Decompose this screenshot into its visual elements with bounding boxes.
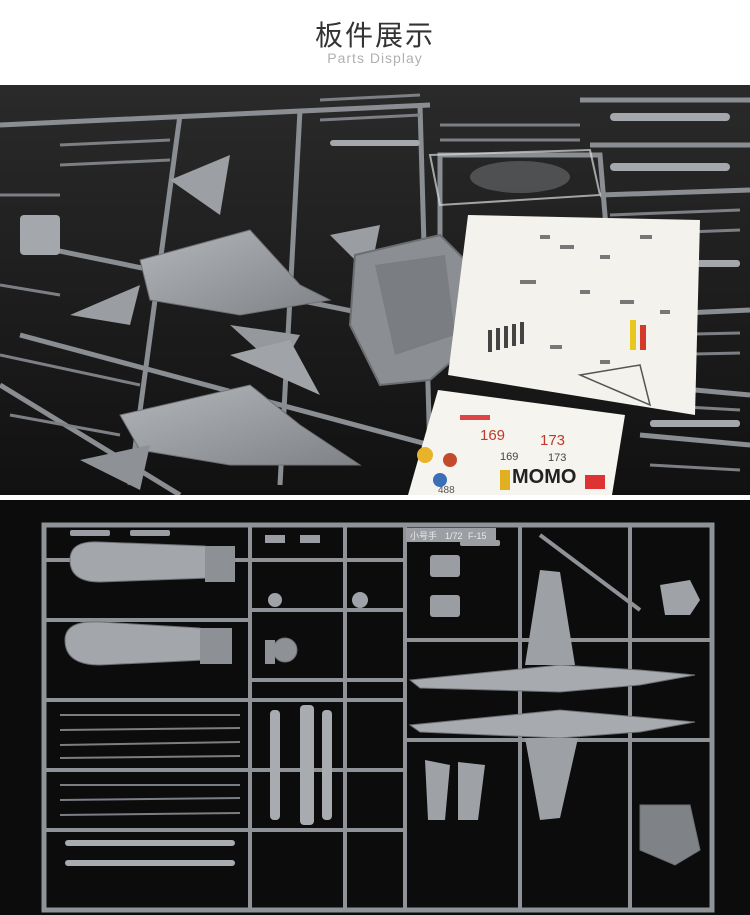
intake-part: [660, 580, 700, 615]
sprue-label-scale: 1/72: [445, 531, 463, 541]
sprue-photo-flat-drawing: 小号手 1/72 F-15: [0, 500, 750, 915]
clear-canopy-sprue: [428, 148, 602, 207]
wing-upper: [525, 570, 575, 665]
tail-fin-part: [170, 155, 230, 215]
decal-momo-text: MOMO: [512, 466, 576, 488]
sprue-photo-angled: 169 173 169 173 MOMO 488: [0, 85, 750, 495]
wing-lower: [525, 738, 578, 820]
sprue-photo-flat: 小号手 1/72 F-15: [0, 500, 750, 915]
decal-number-4: 173: [548, 452, 566, 464]
section-title: 板件展示: [314, 19, 435, 52]
engine-nacelle-part-1: [69, 541, 216, 583]
sprue-photo-angled-drawing: 169 173 169 173 MOMO 488: [0, 85, 750, 495]
sprue-label-brand: 小号手: [410, 530, 437, 542]
section-subtitle: Parts Display: [327, 50, 423, 66]
sprue-label-model: F-15: [468, 531, 487, 541]
sprue-label-tag: [406, 528, 496, 542]
stabilizer-part-1: [425, 760, 450, 820]
fuselage-half-lower: [408, 709, 696, 739]
engine-nacelle-part-2: [64, 621, 213, 666]
stabilizer-part-2: [458, 762, 485, 820]
decal-number-1: 169: [480, 427, 505, 444]
decal-number-3: 169: [500, 451, 518, 463]
decal-number-5: 488: [438, 485, 455, 495]
decal-sheet-colored: 169 173 169 173 MOMO 488: [408, 390, 625, 495]
fuselage-half-upper: [408, 664, 696, 693]
cockpit-tub-part: [639, 804, 701, 866]
decal-sheet-large: [448, 215, 700, 415]
sprue-outer-frame: [41, 522, 715, 913]
sprue-runners: [44, 525, 712, 910]
decal-number-2: 173: [540, 432, 565, 449]
upper-fuselage-part: [139, 229, 332, 316]
section-header: 板件展示 Parts Display: [0, 0, 750, 80]
